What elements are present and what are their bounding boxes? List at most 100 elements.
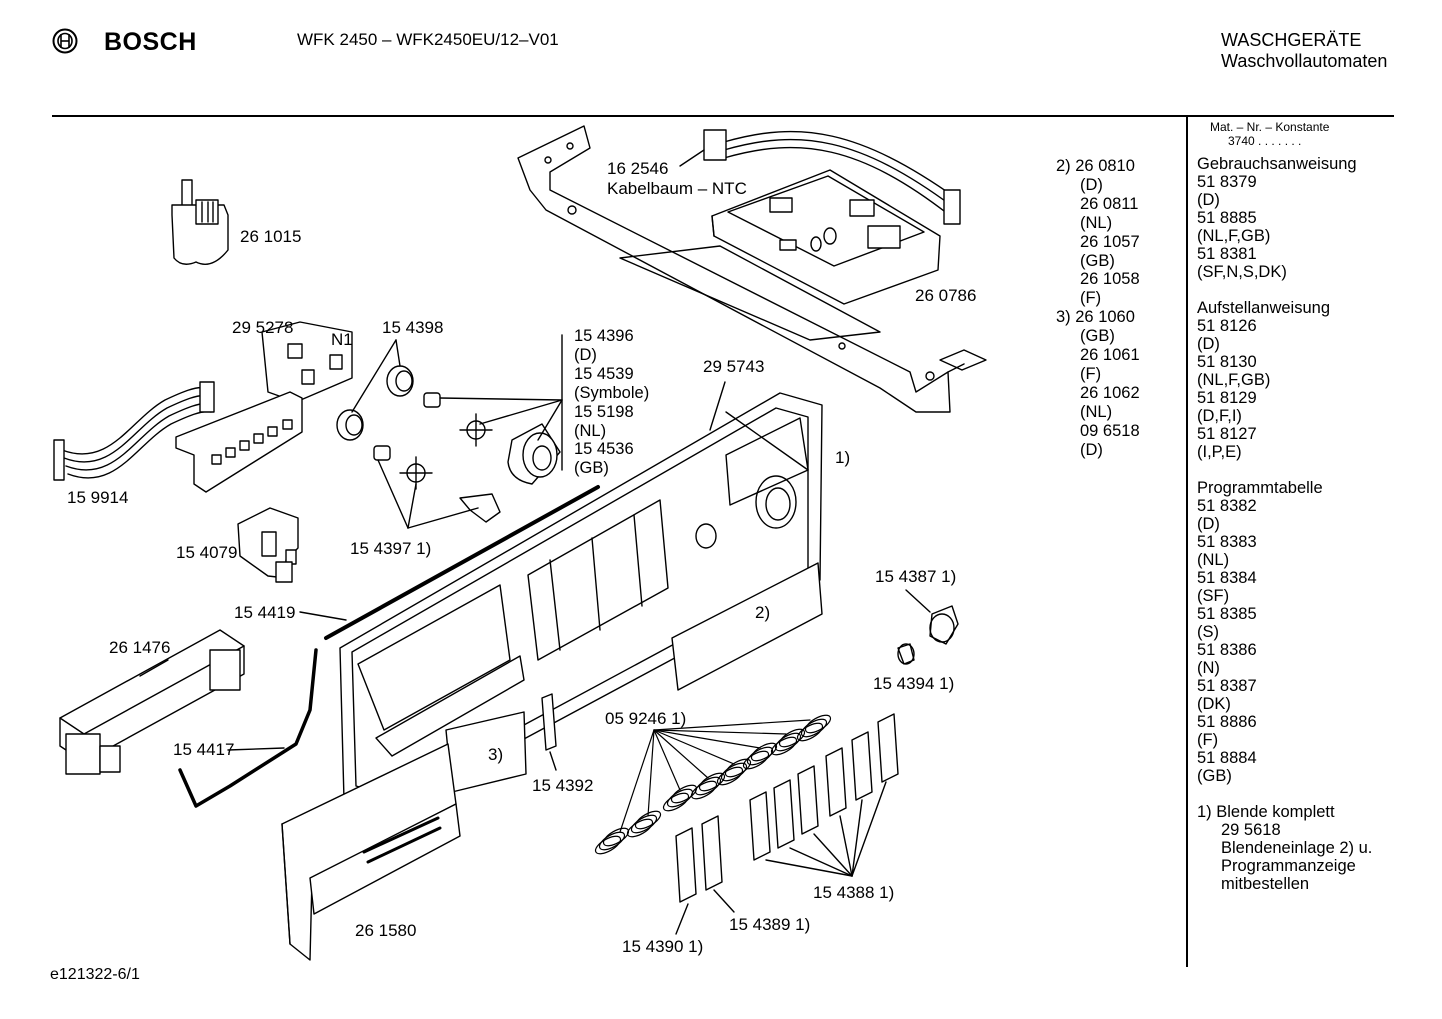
label-154079: 15 4079 bbox=[176, 543, 237, 562]
label-note1: 1) bbox=[835, 448, 850, 467]
part-154388-clips bbox=[749, 713, 899, 877]
variant-line: (D) bbox=[1080, 175, 1103, 194]
model-number: WFK 2450 – WFK2450EU/12–V01 bbox=[297, 30, 559, 49]
doc-line: 51 8129 bbox=[1197, 389, 1257, 407]
label-295743: 29 5743 bbox=[703, 357, 764, 376]
label-1543901: 15 4390 1) bbox=[622, 937, 703, 956]
doc-line: 51 8886 bbox=[1197, 713, 1257, 731]
variant-line: (F) bbox=[1080, 364, 1102, 383]
part-large-knob bbox=[507, 423, 561, 485]
variant-line: 3) 26 1060 bbox=[1056, 308, 1135, 327]
doc-section-title: Aufstellanweisung bbox=[1197, 299, 1330, 317]
variant-line: 09 6518 bbox=[1080, 421, 1140, 440]
material-constant: Mat. – Nr. – Konstante 3740 . . . . . . … bbox=[1210, 120, 1329, 148]
exploded-parts-diagram: 26 1015 29 5278 N1 15 4398 15 9914 15 40… bbox=[53, 125, 987, 961]
part-260786-module bbox=[711, 169, 941, 305]
bosch-armature-icon bbox=[52, 28, 78, 54]
variant-line: 26 1057 bbox=[1080, 232, 1140, 251]
doc-line: (SF,N,S,DK) bbox=[1197, 263, 1287, 281]
doc-section: Gebrauchsanweisung 51 8379 (D) 51 8885 (… bbox=[1197, 155, 1372, 281]
doc-line: 51 8884 bbox=[1197, 749, 1257, 767]
label-260786: 26 0786 bbox=[915, 286, 976, 305]
sidebar-documents: Gebrauchsanweisung 51 8379 (D) 51 8885 (… bbox=[1197, 155, 1372, 893]
label-1543871: 15 4387 1) bbox=[875, 567, 956, 586]
variant-line: (F) bbox=[1080, 289, 1102, 308]
label-159914: 15 9914 bbox=[67, 488, 128, 507]
doc-line: 51 8384 bbox=[1197, 569, 1257, 587]
label-261015: 26 1015 bbox=[240, 227, 301, 246]
sidebar-divider bbox=[1186, 117, 1188, 967]
label-0592461: 05 9246 1) bbox=[605, 709, 686, 728]
doc-line: (D) bbox=[1197, 335, 1220, 353]
knob-group-line: 15 4536 bbox=[574, 440, 634, 459]
doc-line: (D) bbox=[1197, 515, 1220, 533]
label-1543971: 15 4397 1) bbox=[350, 539, 431, 558]
part-154398-knobs bbox=[336, 365, 414, 441]
knob-group-line: 15 4539 bbox=[574, 364, 634, 383]
doc-line: 51 8387 bbox=[1197, 677, 1257, 695]
doc-line: (N) bbox=[1197, 659, 1220, 677]
part-blende-insert bbox=[671, 562, 823, 691]
doc-line: (NL,F,GB) bbox=[1197, 227, 1271, 245]
knob-group-list: 15 4396 (D) 15 4539 (Symbole) 15 5198 (N… bbox=[574, 327, 649, 478]
doc-line: (SF) bbox=[1197, 587, 1230, 605]
doc-section: Aufstellanweisung 51 8126 (D) 51 8130 (N… bbox=[1197, 299, 1372, 461]
label-note2: 2) bbox=[755, 603, 770, 622]
label-1543941: 15 4394 1) bbox=[873, 674, 954, 693]
part-button-board bbox=[175, 391, 303, 493]
sidebar-footnote: 1) Blende komplett 29 5618 Blendeneinlag… bbox=[1197, 803, 1372, 893]
part-154417-wire bbox=[178, 648, 318, 808]
doc-line: (NL) bbox=[1197, 551, 1230, 569]
header-divider bbox=[52, 115, 1394, 117]
doc-line: 51 8386 bbox=[1197, 641, 1257, 659]
doc-line: (S) bbox=[1197, 623, 1219, 641]
label-261476: 26 1476 bbox=[109, 638, 170, 657]
footnote-line: mitbestellen bbox=[1221, 875, 1310, 893]
label-261580: 26 1580 bbox=[355, 921, 416, 940]
variant-group-list: 2) 26 0810 (D) 26 0811 (NL) 26 1057 (GB)… bbox=[1056, 157, 1140, 460]
label-162546: 16 2546 bbox=[607, 159, 668, 178]
variant-line: (GB) bbox=[1080, 327, 1115, 346]
label-154392: 15 4392 bbox=[532, 776, 593, 795]
label-1543891: 15 4389 1) bbox=[729, 915, 810, 934]
part-059246-springs bbox=[594, 714, 832, 855]
label-295278: 29 5278 bbox=[232, 318, 293, 337]
label-harness: Kabelbaum – NTC bbox=[607, 179, 747, 198]
knob-group-line: 15 5198 bbox=[574, 402, 634, 421]
part-top-frame bbox=[517, 125, 987, 413]
variant-line: 26 1061 bbox=[1080, 346, 1140, 365]
part-295278-board bbox=[261, 321, 353, 403]
doc-line: 51 8382 bbox=[1197, 497, 1257, 515]
doc-line: (D) bbox=[1197, 191, 1220, 209]
material-constant-value: 3740 . . . . . . . bbox=[1228, 134, 1302, 148]
material-constant-title: Mat. – Nr. – Konstante bbox=[1210, 120, 1330, 134]
knob-group-line: (GB) bbox=[574, 459, 609, 478]
variant-line: 26 1058 bbox=[1080, 270, 1140, 289]
footnote-line: Programmanzeige bbox=[1221, 857, 1356, 875]
footnote-line: 1) Blende komplett bbox=[1197, 803, 1335, 821]
doc-line: (NL,F,GB) bbox=[1197, 371, 1271, 389]
part-154394-knob bbox=[897, 643, 915, 665]
doc-line: (GB) bbox=[1197, 767, 1232, 785]
label-154398: 15 4398 bbox=[382, 318, 443, 337]
doc-line: (DK) bbox=[1197, 695, 1231, 713]
doc-line: 51 8381 bbox=[1197, 245, 1257, 263]
doc-line: (F) bbox=[1197, 731, 1219, 749]
doc-line: 51 8130 bbox=[1197, 353, 1257, 371]
part-295743-control-panel bbox=[339, 381, 823, 813]
knob-group-line: (NL) bbox=[574, 421, 607, 440]
knob-group-line: (D) bbox=[574, 345, 597, 364]
part-261015-holder bbox=[171, 179, 229, 265]
doc-line: (D,F,I) bbox=[1197, 407, 1242, 425]
part-154079-switch bbox=[237, 507, 299, 583]
knob-group-line: (Symbole) bbox=[574, 383, 650, 402]
doc-line: (I,P,E) bbox=[1197, 443, 1242, 461]
knob-group-line: 15 4396 bbox=[574, 327, 634, 345]
part-159914-ribbon-cable bbox=[53, 381, 215, 481]
doc-line: 51 8127 bbox=[1197, 425, 1257, 443]
label-154417: 15 4417 bbox=[173, 740, 234, 759]
part-154419-seal-strip bbox=[299, 485, 600, 640]
variant-line: (GB) bbox=[1080, 251, 1115, 270]
part-154387-knob bbox=[905, 589, 959, 645]
brand-name: BOSCH bbox=[104, 28, 197, 56]
